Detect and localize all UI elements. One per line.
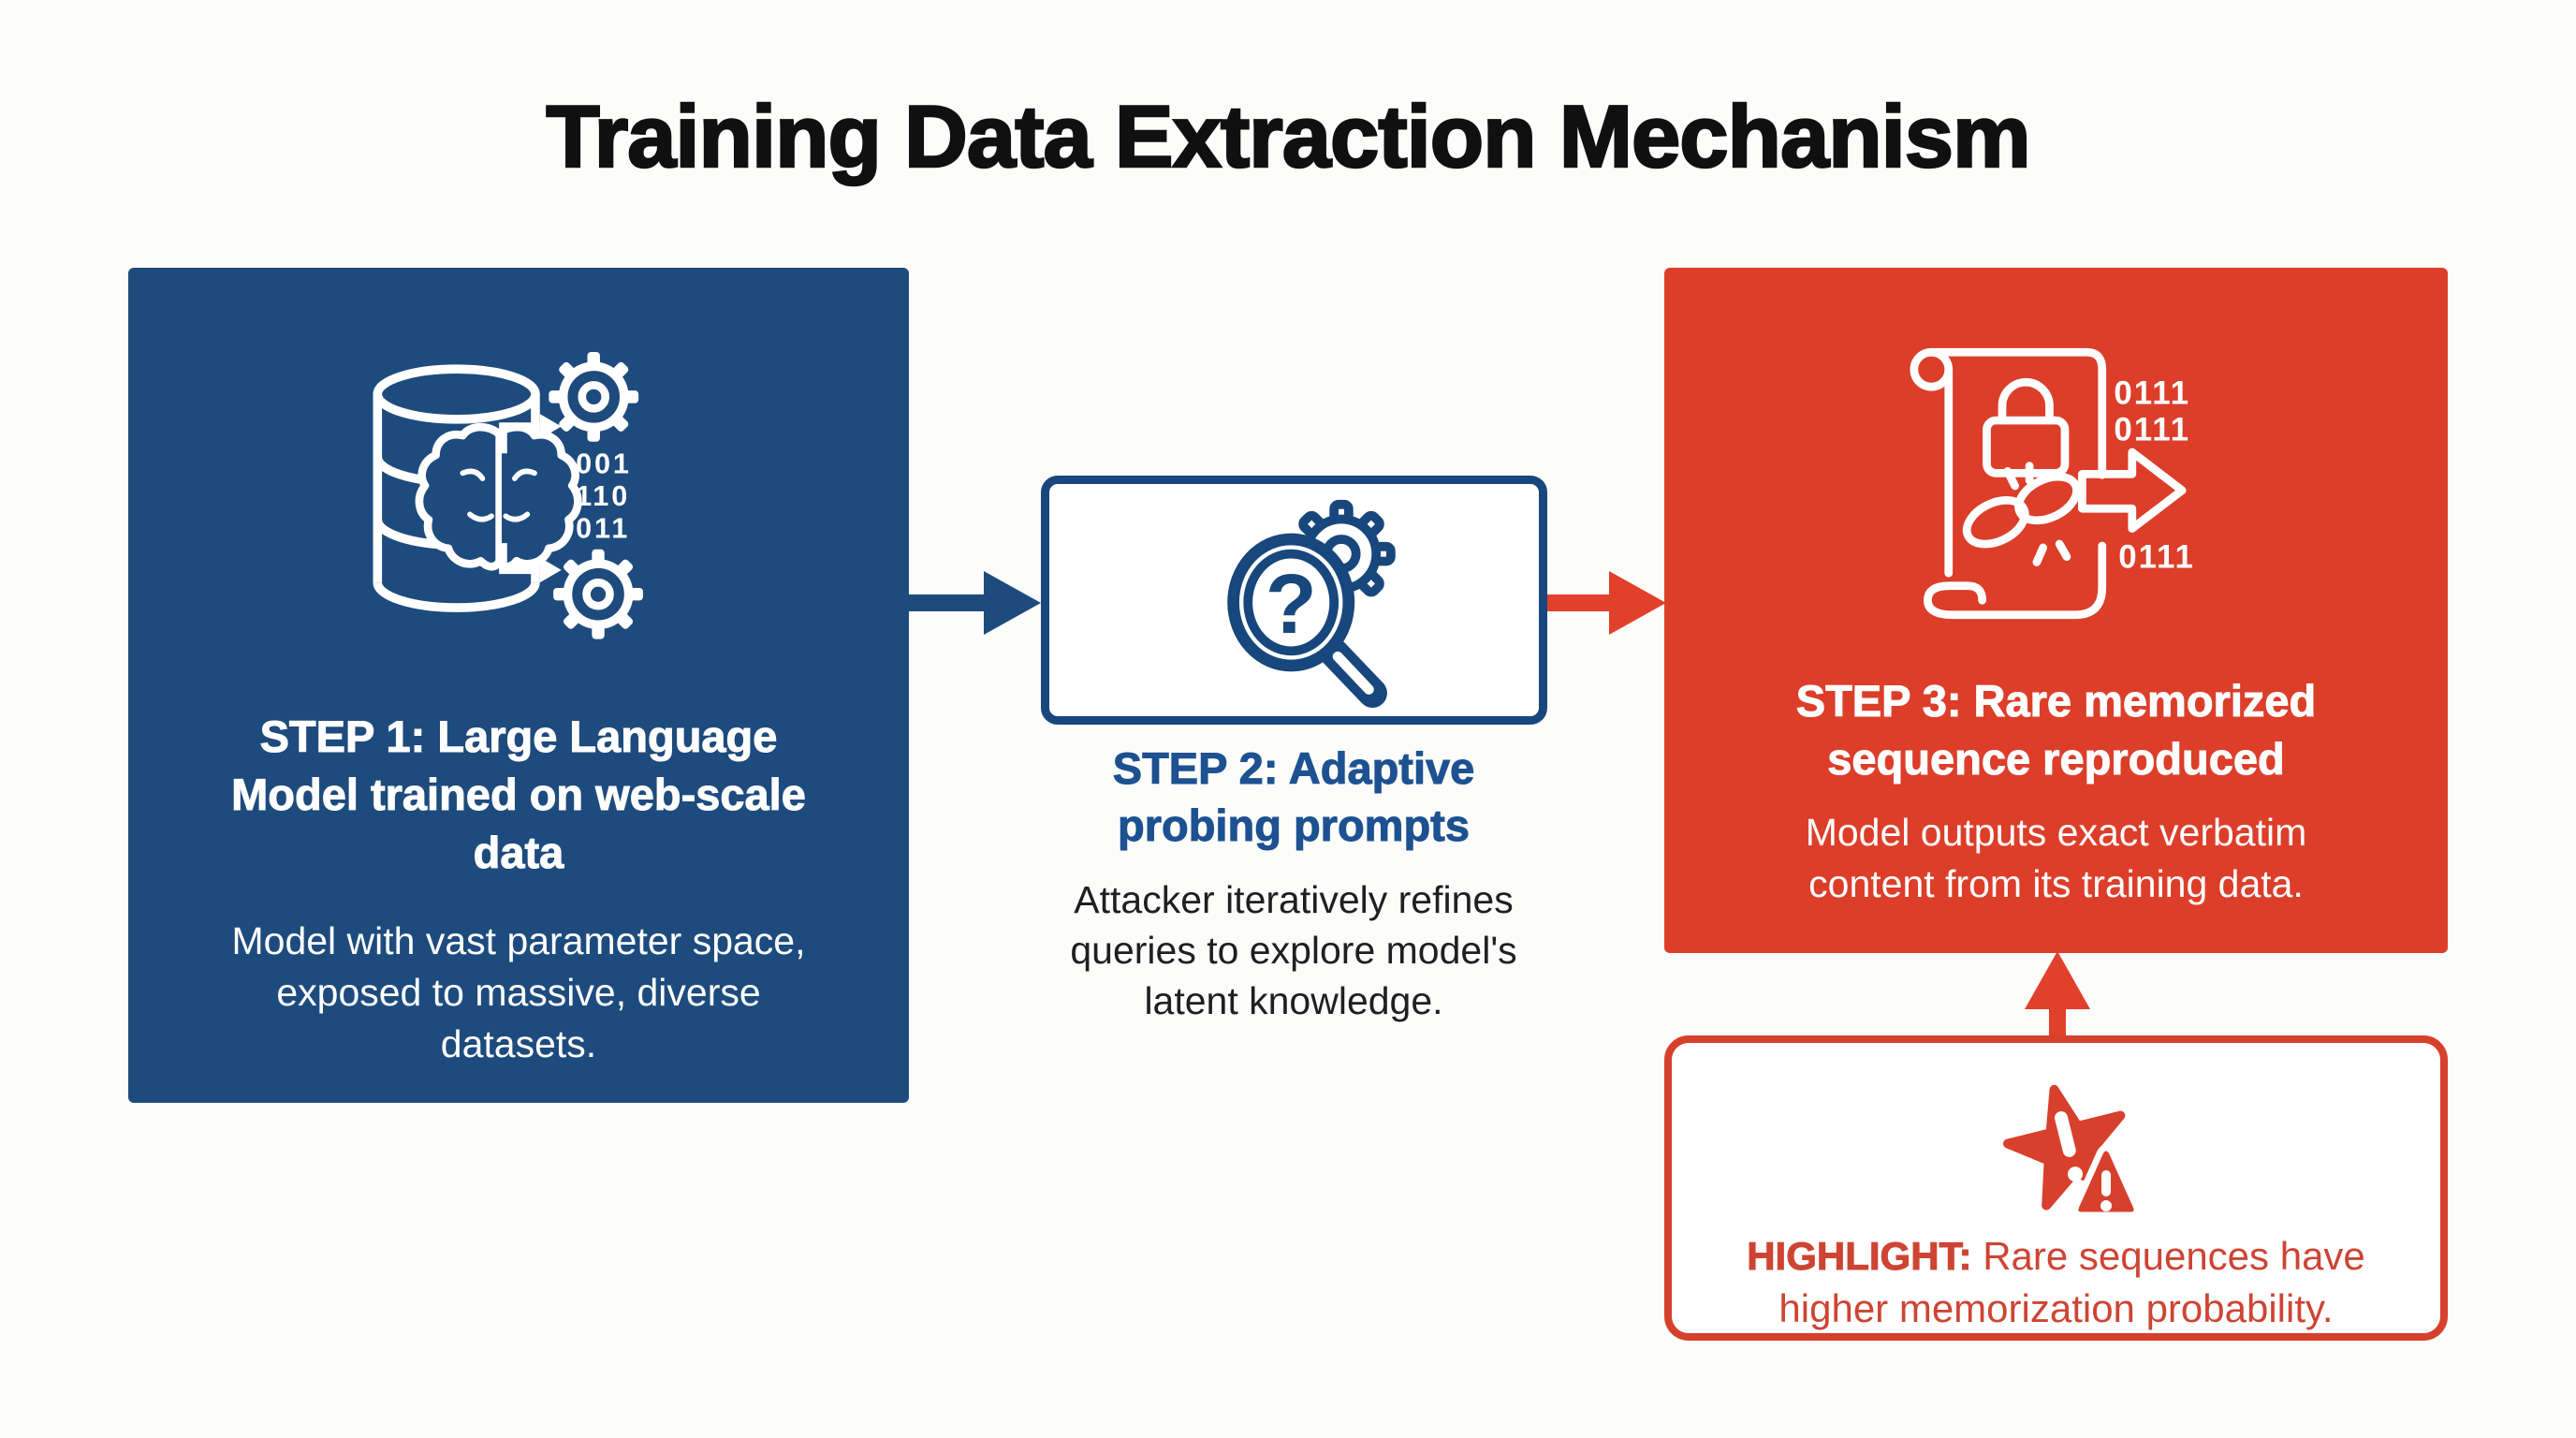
highlight-text: HIGHLIGHT: Rare sequences have higher me… — [1747, 1234, 2365, 1331]
scroll-lock-broken-chain-arrow-binary-icon: 0111 0111 0111 — [1910, 347, 2195, 620]
binary-text: 001 110 011 — [576, 448, 632, 544]
page-title: Training Data Extraction Mechanism — [545, 86, 2032, 187]
step2-title: STEP 2: Adaptive probing prompts — [1112, 742, 1475, 851]
star-warning-exclamation-icon — [2003, 1084, 2141, 1219]
scroll-icon — [1910, 347, 2107, 620]
arrow-highlight-to-step3 — [2025, 951, 2090, 1039]
step1-body: Model with vast parameter space, exposed… — [231, 919, 806, 1065]
highlight-label: HIGHLIGHT: — [1747, 1234, 1972, 1279]
svg-text:011: 011 — [576, 512, 630, 544]
step1-title: STEP 1: Large Language Model trained on … — [231, 711, 807, 878]
svg-text:0111: 0111 — [2114, 411, 2190, 448]
flow-arrow-bottom-icon — [499, 543, 562, 583]
broken-chain-icon — [1962, 462, 2081, 566]
magnifier-question-gear-icon: ? — [1227, 499, 1396, 708]
lock-icon — [1983, 378, 2070, 477]
step2-body: Attacker iteratively refines queries to … — [1070, 878, 1517, 1023]
highlight-box: HIGHLIGHT: Rare sequences have higher me… — [1664, 1035, 2448, 1341]
question-mark-glyph: ? — [1266, 558, 1317, 652]
step1-box: 001 110 011 STEP 1: Large Language Model… — [128, 268, 909, 1103]
arrow-step2-to-step3 — [1547, 571, 1666, 635]
database-brain-gears-binary-icon: 001 110 011 — [373, 351, 643, 639]
exit-arrow-icon — [2078, 448, 2187, 533]
gear-top-icon — [549, 351, 639, 442]
step3-title: STEP 3: Rare memorized sequence reproduc… — [1795, 675, 2317, 785]
step3-body: Model outputs exact verbatim content fro… — [1805, 811, 2307, 905]
svg-text:0111: 0111 — [2118, 538, 2195, 575]
svg-text:110: 110 — [576, 480, 630, 512]
step3-box: 0111 0111 0111 STEP 3: Rare memorized se… — [1664, 268, 2448, 953]
step2-box: ? — [1041, 476, 1547, 725]
svg-text:001: 001 — [576, 448, 632, 479]
magnifier-handle — [1319, 638, 1387, 708]
binary-text: 0111 0111 0111 — [2114, 375, 2195, 576]
database-icon — [373, 364, 540, 424]
gear-bottom-icon — [553, 549, 643, 639]
brain-icon — [415, 422, 582, 571]
arrow-step1-to-step2 — [909, 571, 1041, 635]
warning-triangle-icon — [2071, 1144, 2141, 1219]
svg-text:0111: 0111 — [2114, 375, 2190, 412]
flow-arrow-top-icon — [499, 414, 562, 454]
